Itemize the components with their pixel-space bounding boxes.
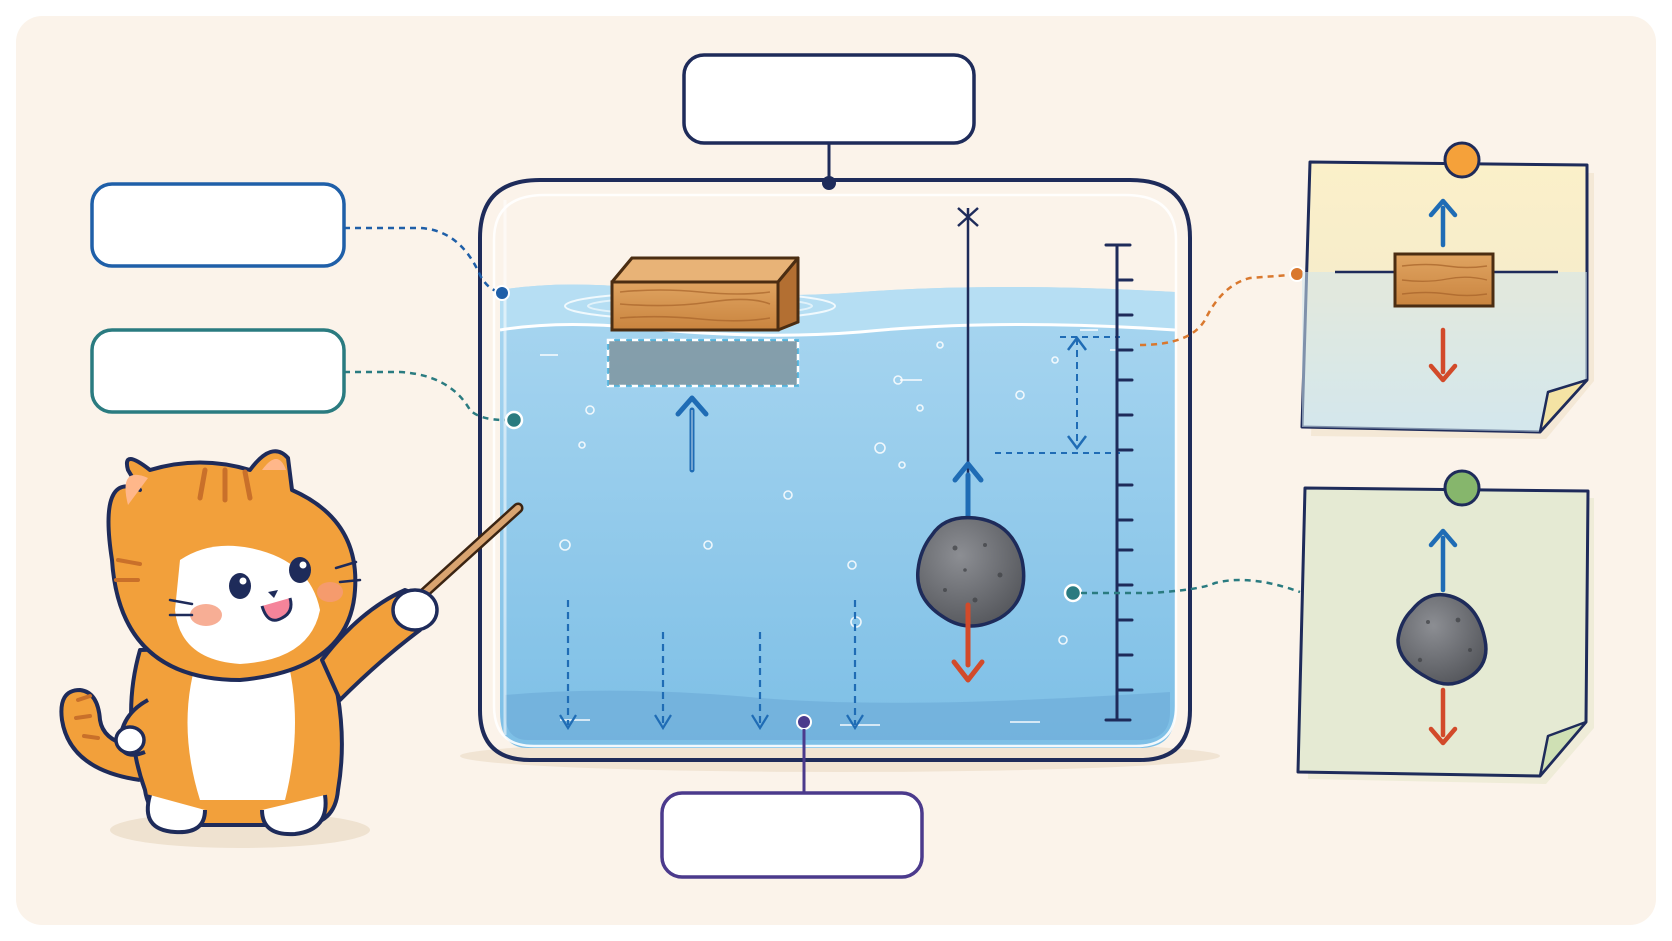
floating-card-leader xyxy=(1139,273,1291,347)
water-body xyxy=(499,284,1176,748)
rock-icon xyxy=(916,515,1026,628)
floating-block-card xyxy=(1300,141,1594,439)
pressure-arrows xyxy=(559,600,864,731)
water-leader xyxy=(344,370,506,422)
surface-leader xyxy=(344,226,501,294)
top-label-box xyxy=(682,53,976,145)
orange-pin-icon xyxy=(1443,141,1481,179)
cat-teacher-icon xyxy=(59,449,524,848)
water-label-box xyxy=(90,328,346,414)
sinking-card-leader xyxy=(1081,578,1301,595)
bottom-label-box xyxy=(660,791,924,879)
sinking-rock-card xyxy=(1296,469,1594,784)
surface-label-box xyxy=(90,182,346,268)
depth-indicator xyxy=(995,335,1120,454)
string-anchor xyxy=(957,207,979,227)
ruler xyxy=(1104,243,1134,722)
green-pin-icon xyxy=(1443,469,1481,507)
wood-block-icon xyxy=(606,256,800,388)
tank-outline xyxy=(478,178,1192,762)
